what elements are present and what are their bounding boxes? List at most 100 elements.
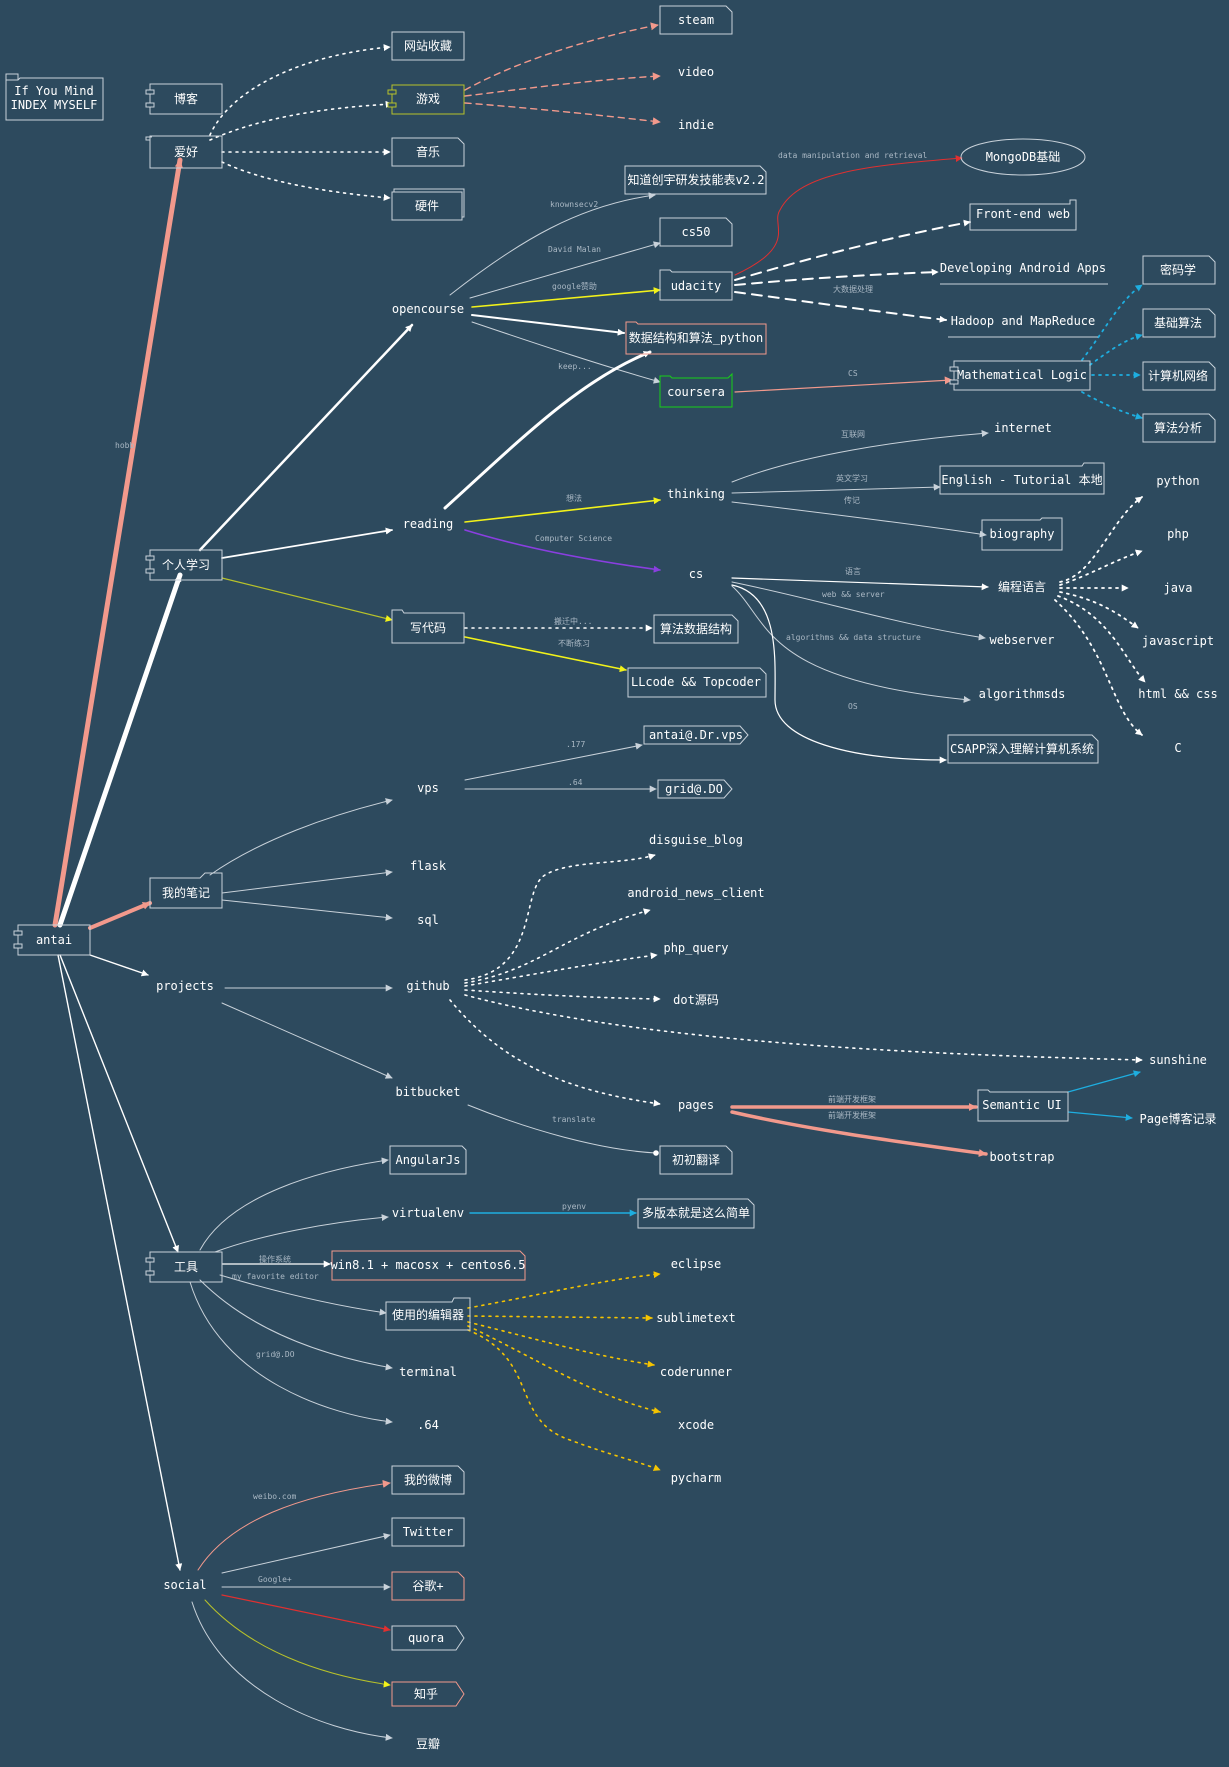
node-opencourse[interactable]: opencourse [392, 302, 464, 316]
node-bootstrap[interactable]: bootstrap [989, 1150, 1054, 1164]
node-github[interactable]: github [406, 979, 449, 993]
node-udacity[interactable]: udacity [659, 269, 733, 301]
node-youxi[interactable]: 游戏 [387, 84, 465, 115]
edge-vps-antaivps [464, 742, 643, 781]
node-biography[interactable]: biography [981, 517, 1063, 551]
node-mathlogic[interactable]: Mathematical Logic [949, 360, 1091, 391]
node-pages[interactable]: pages [678, 1098, 714, 1112]
node-java[interactable]: java [1164, 581, 1193, 595]
node-suanfashuju[interactable]: 算法数据结构 [653, 614, 739, 644]
node-projects[interactable]: projects [156, 979, 214, 993]
node-xcode[interactable]: xcode [678, 1418, 714, 1432]
node-eclipse[interactable]: eclipse [671, 1257, 722, 1271]
node-semanticui[interactable]: Semantic UI [977, 1089, 1069, 1122]
node-bianchengyuyan[interactable]: 编程语言 [998, 579, 1046, 594]
svg-text:计算机网络: 计算机网络 [1148, 368, 1208, 383]
node-php[interactable]: php [1167, 527, 1189, 541]
svg-text:steam: steam [678, 13, 714, 27]
node-phpquery[interactable]: php_query [663, 941, 728, 955]
node-weibo[interactable]: 我的微博 [391, 1465, 465, 1495]
node-antai[interactable]: antai [13, 924, 91, 956]
edge-gerenxuexi-opencourse [198, 323, 414, 552]
node-sql[interactable]: sql [417, 913, 439, 927]
node-shujujiegou[interactable]: 数据结构和算法_python [625, 321, 767, 355]
node-androidnews[interactable]: android_news_client [627, 886, 764, 900]
node-suanfafenxi[interactable]: 算法分析 [1142, 413, 1216, 443]
node-javascript[interactable]: javascript [1142, 634, 1214, 648]
edge-github-sunshine [464, 994, 1143, 1064]
node-zhihu[interactable]: 知乎 [391, 1681, 465, 1707]
node-chuchufanyi[interactable]: 初初翻译 [659, 1145, 733, 1175]
node-htmlcss[interactable]: html && css [1138, 687, 1217, 701]
node-dot64[interactable]: .64 [417, 1418, 439, 1432]
node-jichusuanfa[interactable]: 基础算法 [1142, 308, 1216, 338]
edge-bianjiqi-xcode [467, 1325, 661, 1414]
node-douban[interactable]: 豆瓣 [416, 1737, 440, 1751]
node-steam[interactable]: steam [659, 5, 733, 35]
node-hadoop[interactable]: Hadoop and MapReduce [948, 314, 1098, 338]
node-cs[interactable]: cs [689, 567, 703, 581]
node-android[interactable]: Developing Android Apps [940, 261, 1108, 285]
node-gongju[interactable]: 工具 [145, 1251, 223, 1283]
node-duoban[interactable]: 多版本就是这么简单 [637, 1198, 755, 1229]
node-reading[interactable]: reading [403, 517, 454, 531]
node-twitter[interactable]: Twitter [391, 1517, 465, 1547]
edge-yuyan-php [1059, 549, 1143, 586]
edge-label-hulianwang: 互联网 [841, 430, 865, 439]
edge-github-dot [464, 989, 661, 1003]
node-bitbucket[interactable]: bitbucket [395, 1085, 460, 1099]
node-terminal[interactable]: terminal [399, 1365, 457, 1379]
node-webserver[interactable]: webserver [989, 633, 1054, 647]
node-mimaxue[interactable]: 密码学 [1142, 255, 1216, 285]
node-pageboke[interactable]: Page博客记录 [1140, 1111, 1217, 1126]
node-bianjiqi[interactable]: 使用的编辑器 [385, 1297, 471, 1331]
node-pycharm[interactable]: pycharm [671, 1471, 722, 1485]
edge-label-translate: translate [552, 1115, 596, 1124]
node-llcode[interactable]: LLcode && Topcoder [627, 667, 767, 698]
node-video[interactable]: video [678, 65, 714, 79]
node-antaivps[interactable]: antai@.Dr.vps [643, 725, 749, 745]
node-yingjian[interactable]: 硬件 [391, 188, 465, 221]
edge-label-zhuanji: 传记 [844, 495, 860, 505]
node-gerenxuexi[interactable]: 个人学习 [145, 549, 223, 581]
node-griddo[interactable]: grid@.DO [657, 779, 733, 799]
node-internet[interactable]: internet [994, 421, 1052, 435]
node-aihao[interactable]: 爱好 [145, 135, 223, 169]
node-algorithmsds[interactable]: algorithmsds [979, 687, 1066, 701]
node-dot[interactable]: dot源码 [673, 993, 719, 1007]
node-sublime[interactable]: sublimetext [656, 1311, 735, 1325]
node-boke[interactable]: 博客 [145, 83, 223, 115]
node-angularjs[interactable]: AngularJs [389, 1145, 467, 1175]
node-mongodb[interactable]: MongoDB基础 [960, 138, 1086, 176]
edge-thinking-biography [731, 501, 987, 538]
node-coderunner[interactable]: coderunner [660, 1365, 732, 1379]
node-python[interactable]: python [1156, 474, 1199, 488]
node-csapp[interactable]: CSAPP深入理解计算机系统 [947, 734, 1099, 764]
node-disguise[interactable]: disguise_blog [649, 833, 743, 847]
node-guge[interactable]: 谷歌+ [391, 1571, 465, 1601]
node-thinking[interactable]: thinking [667, 487, 725, 501]
edge-label-caozuo: 操作系统 [259, 1254, 291, 1264]
edge-label-hobby: hobb [115, 441, 134, 450]
node-wodebiji[interactable]: 我的笔记 [149, 872, 223, 909]
node-cs50[interactable]: cs50 [659, 217, 733, 247]
node-coursera[interactable]: coursera [659, 372, 733, 408]
node-xiedaima[interactable]: 写代码 [391, 609, 465, 644]
edge-label-v177: .177 [566, 740, 585, 749]
node-indie[interactable]: indie [678, 118, 714, 132]
node-yinyue[interactable]: 音乐 [391, 137, 465, 167]
node-english[interactable]: English - Tutorial 本地 [939, 462, 1105, 495]
node-jisuanjiwangluo[interactable]: 计算机网络 [1142, 361, 1216, 391]
node-wangzhan[interactable]: 网站收藏 [391, 31, 465, 61]
node-flask[interactable]: flask [410, 859, 447, 873]
node-zhidao[interactable]: 知道创宇研发技能表v2.2 [624, 165, 767, 195]
node-sunshine[interactable]: sunshine [1149, 1053, 1207, 1067]
node-social[interactable]: social [163, 1578, 206, 1592]
node-quora[interactable]: quora [391, 1625, 465, 1651]
node-vps[interactable]: vps [417, 781, 439, 795]
svg-text:CSAPP深入理解计算机系统: CSAPP深入理解计算机系统 [950, 741, 1094, 756]
node-c[interactable]: C [1174, 741, 1181, 755]
node-frontend[interactable]: Front-end web [969, 199, 1077, 231]
node-win[interactable]: win8.1 + macosx + centos6.5 [330, 1250, 526, 1281]
node-virtualenv[interactable]: virtualenv [392, 1206, 464, 1220]
